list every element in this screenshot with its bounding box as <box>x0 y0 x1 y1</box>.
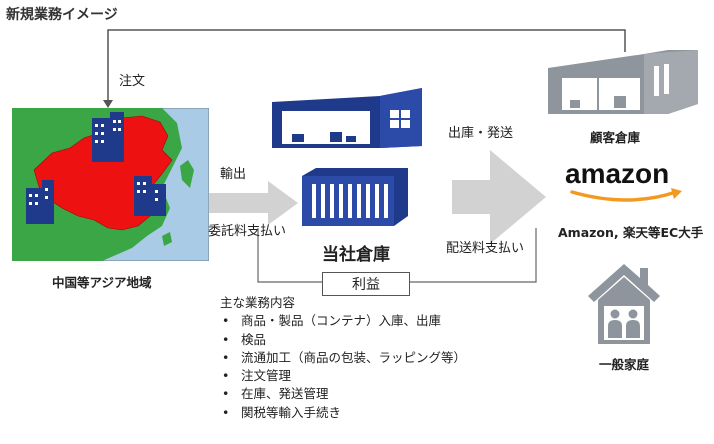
delivery-payment-label: 配送料支払い <box>446 241 525 256</box>
distribution-arrow <box>452 150 546 244</box>
duties-section: 主な業務内容 商品・製品（コンテナ）入庫、出庫 検品 流通加工（商品の包装、ラッ… <box>220 294 466 422</box>
commission-payment-label: 委託料支払い <box>208 224 287 239</box>
ec-marketplaces-label: Amazon, 楽天等EC大手 <box>558 225 704 240</box>
duty-item: 検品 <box>220 331 466 350</box>
amazon-smile-icon <box>570 188 682 202</box>
export-arrow <box>172 181 298 225</box>
shipping-container-icon <box>302 168 408 226</box>
customer-warehouse-icon <box>548 50 698 114</box>
diagram-title: 新規業務イメージ <box>6 7 118 23</box>
order-flow-line <box>107 29 626 102</box>
export-label: 輸出 <box>220 167 247 182</box>
duty-item: 関税等輸入手続き <box>220 404 466 423</box>
duties-list: 商品・製品（コンテナ）入庫、出庫 検品 流通加工（商品の包装、ラッピング等） 注… <box>220 312 466 422</box>
duty-item: 流通加工（商品の包装、ラッピング等） <box>220 349 466 368</box>
duties-heading: 主な業務内容 <box>220 295 296 310</box>
households-label: 一般家庭 <box>599 357 650 372</box>
factory-building-icon <box>92 112 124 162</box>
duty-item: 在庫、発送管理 <box>220 385 466 404</box>
house-family-icon <box>588 264 660 344</box>
asia-map <box>12 108 209 261</box>
customer-warehouse-label: 顧客倉庫 <box>590 130 641 145</box>
profit-box: 利益 <box>322 272 410 296</box>
warehouse-icon <box>272 88 422 148</box>
amazon-logo-text: amazon <box>565 158 670 189</box>
duty-item: 注文管理 <box>220 367 466 386</box>
order-arrowhead <box>103 100 113 108</box>
duty-item: 商品・製品（コンテナ）入庫、出庫 <box>220 312 466 331</box>
region-label: 中国等アジア地域 <box>52 275 152 290</box>
order-label: 注文 <box>119 74 146 89</box>
shipping-out-label: 出庫・発送 <box>448 126 514 141</box>
own-warehouse-label: 当社倉庫 <box>322 245 390 265</box>
